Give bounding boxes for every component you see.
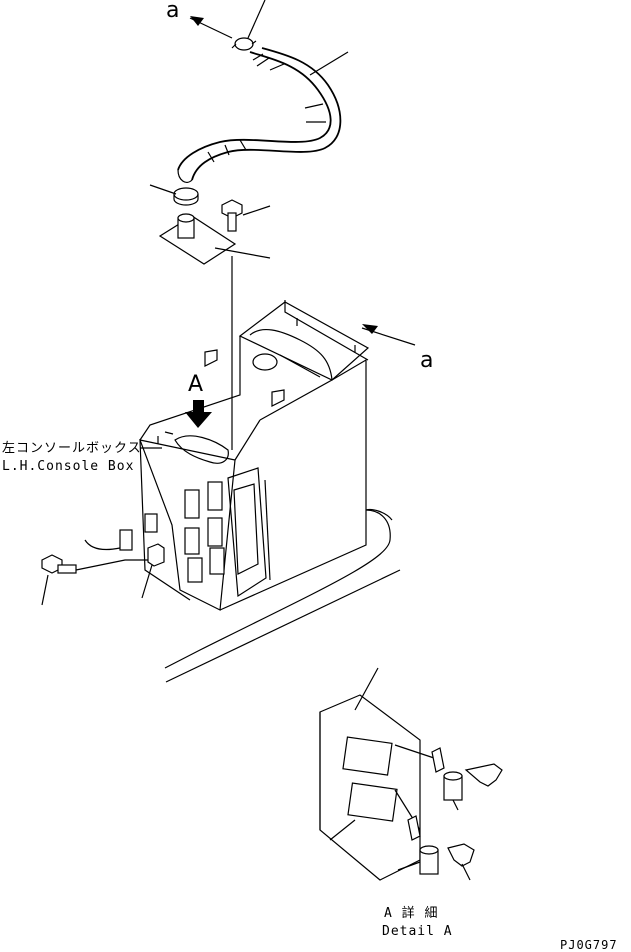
arrow-a-right (361, 324, 416, 346)
view-arrow-A (185, 400, 212, 428)
label-console-en: L.H.Console Box (2, 459, 135, 474)
harness-parts (41, 513, 165, 606)
hose-assembly (149, 0, 349, 450)
console-box (139, 300, 401, 683)
label-a-top: a (166, 0, 180, 23)
label-detail-jp: A 詳 細 (384, 906, 439, 921)
label-view-A: A (188, 372, 204, 397)
label-detail-en: Detail A (382, 924, 453, 939)
detail-a (319, 667, 503, 881)
relay-cluster (184, 467, 271, 598)
label-console-jp: 左コンソールボックス (2, 441, 142, 456)
label-a-right: a (420, 348, 434, 373)
drawing-number: PJ0G797 (560, 938, 618, 952)
